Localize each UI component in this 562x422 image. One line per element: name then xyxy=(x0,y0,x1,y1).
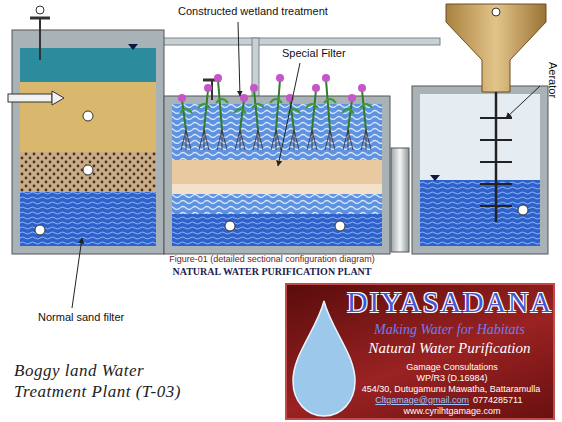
plant-root xyxy=(348,130,353,150)
phone: 0774285711 xyxy=(473,396,547,406)
plant-flower xyxy=(240,94,248,102)
plant-root xyxy=(312,130,317,150)
label-holder: Aerator xyxy=(546,62,559,98)
plant-root xyxy=(199,130,204,150)
plant-flower xyxy=(204,84,212,92)
plant-root xyxy=(307,130,312,150)
slogan: Making Water for Habitats xyxy=(347,322,552,337)
plant-stem xyxy=(218,80,222,130)
aerator-branch xyxy=(480,205,512,207)
label-holder: Constructed wetland treatment xyxy=(178,5,328,18)
registration: WP/R3 (D.16984) xyxy=(357,374,547,384)
plant-leaf xyxy=(234,109,246,113)
figure-label: Figure-01 (detailed sectional configurat… xyxy=(169,254,375,265)
aerator-branch xyxy=(480,139,512,141)
plant-flower xyxy=(214,74,222,82)
plant-root xyxy=(325,130,330,150)
plant-leaf xyxy=(198,104,210,108)
plant-leaf xyxy=(252,104,264,108)
plant-stem xyxy=(182,100,186,130)
plant-stem xyxy=(204,90,208,130)
address: 454/30, Dutugamunu Mawatha, Battaramulla xyxy=(349,385,553,395)
label-holder: NATURAL WATER PURIFICATION PLANT xyxy=(172,266,371,278)
plant-flower xyxy=(178,94,186,102)
plant-root xyxy=(258,130,263,150)
plant-stem xyxy=(276,80,280,130)
water-drop-shape xyxy=(293,301,355,416)
leader-lines xyxy=(72,22,540,308)
plant-flower xyxy=(250,84,258,92)
plant-stem xyxy=(254,90,258,130)
aerator-branch xyxy=(480,183,512,185)
aerator-branch xyxy=(480,161,512,163)
plant-flower xyxy=(276,74,284,82)
plant-root xyxy=(294,130,299,150)
wetland-tank xyxy=(164,80,390,254)
plant-leaf xyxy=(360,104,372,108)
plant-root xyxy=(240,130,245,150)
website: www.cyrilhtgamage.com xyxy=(357,407,547,417)
company-name: Gamage Consultations xyxy=(357,363,547,373)
plant-stem xyxy=(362,90,366,130)
plant-stem xyxy=(240,100,244,130)
plant-root xyxy=(343,130,348,150)
plant-root xyxy=(276,130,281,150)
plant-leaf xyxy=(324,99,336,103)
plant-stem xyxy=(290,100,294,130)
outlet-column xyxy=(391,148,409,252)
plant-root xyxy=(222,130,227,150)
plant-root xyxy=(186,130,191,150)
plant-root xyxy=(253,130,258,150)
label-holder: Special Filter xyxy=(282,47,346,60)
wetland-plants xyxy=(178,74,372,150)
plant-root xyxy=(271,130,276,150)
plant-root xyxy=(217,130,222,150)
callout-label: Aerator xyxy=(546,62,559,98)
plant-flower xyxy=(358,84,366,92)
email: Cltgamage@gmail.com xyxy=(357,396,469,406)
plant-flower xyxy=(312,84,320,92)
plant-root xyxy=(366,130,371,150)
plant-root xyxy=(235,130,240,150)
sand-filter-tank xyxy=(12,30,164,254)
label-holder: Figure-01 (detailed sectional configurat… xyxy=(169,254,375,265)
plant-leaf xyxy=(180,109,192,113)
caption-holder: Boggy land Water Treatment Plant (T-03) xyxy=(14,360,204,403)
plant-stem xyxy=(348,100,352,130)
plant-flower xyxy=(348,94,356,102)
tower xyxy=(446,4,546,92)
plant-leaf xyxy=(306,104,318,108)
subtitle: Natural Water Purification xyxy=(347,340,552,357)
plant-stem xyxy=(312,90,316,130)
plant-flower xyxy=(322,74,330,82)
plant-root xyxy=(289,130,294,150)
callout-label: Normal sand filter xyxy=(38,311,124,324)
plant-root xyxy=(330,130,335,150)
callout-label: Constructed wetland treatment xyxy=(178,5,328,18)
plant-leaf xyxy=(342,109,354,113)
plant-root xyxy=(361,130,366,150)
callout-label: Special Filter xyxy=(282,47,346,60)
brand-name: DIYASADANA xyxy=(347,287,552,318)
logo-panel: DIYASADANA Making Water for HabitatsNatur… xyxy=(285,283,555,420)
plant-root xyxy=(204,130,209,150)
plant-leaf xyxy=(216,99,228,103)
plant-stem xyxy=(326,80,330,130)
aerator-tank xyxy=(412,86,548,254)
inlet-valve xyxy=(8,6,64,105)
aerator-pipe xyxy=(480,92,512,222)
plant-root xyxy=(181,130,186,150)
plant-leaf xyxy=(270,99,282,103)
label-holder: Normal sand filter xyxy=(38,311,124,324)
figure-title: NATURAL WATER PURIFICATION PLANT xyxy=(172,266,371,278)
caption: Boggy land Water Treatment Plant (T-03) xyxy=(14,360,204,403)
